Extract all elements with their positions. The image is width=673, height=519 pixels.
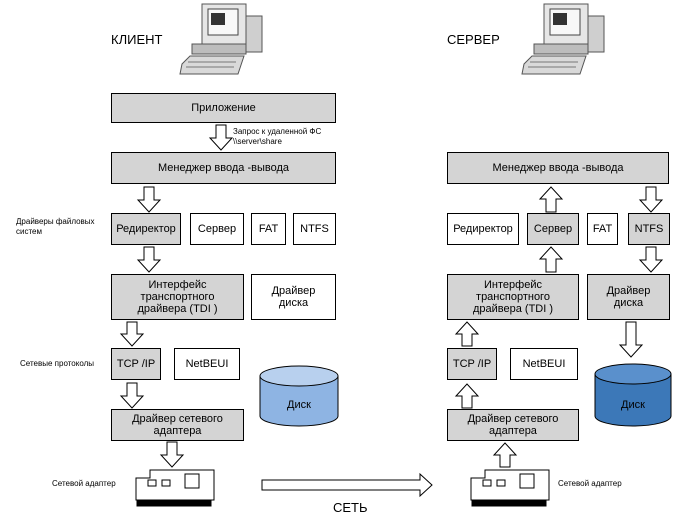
server-arrow-adapter-nic <box>492 442 518 468</box>
client-disk-driver-box: Драйвер диска <box>251 274 336 320</box>
server-network-adapter-card <box>470 469 550 507</box>
client-netbeui-label: NetBEUI <box>185 358 229 370</box>
server-ntfs-label: NTFS <box>634 223 664 235</box>
client-tdi-line3: драйвера (TDI ) <box>137 303 218 315</box>
server-tdi-box: Интерфейс транспортного драйвера (TDI ) <box>447 274 579 320</box>
client-io-manager-box: Менеджер ввода -вывода <box>111 152 336 184</box>
client-server-box: Сервер <box>190 213 244 245</box>
server-arrow-nic-tcp <box>454 383 480 409</box>
server-tdi-line1: Интерфейс <box>484 279 542 291</box>
client-network-adapter-card <box>135 469 215 507</box>
server-io-manager-label: Менеджер ввода -вывода <box>492 162 624 174</box>
client-arrow-nic-adapter <box>159 441 185 468</box>
client-computer-icon <box>179 3 263 75</box>
client-disk-driver-line2: диска <box>278 297 309 309</box>
client-disk-label: Диск <box>287 399 311 411</box>
server-nic-driver-line1: Драйвер сетевого <box>467 413 559 425</box>
server-title: СЕРВЕР <box>447 32 500 47</box>
client-nic-driver-box: Драйвер сетевого адаптера <box>111 409 244 441</box>
client-nic-driver-line2: адаптера <box>153 425 202 437</box>
server-arrow-tdi-server <box>538 246 564 273</box>
network-arrow <box>261 472 433 498</box>
client-arrow-tdi-tcp <box>119 321 145 347</box>
client-fat-label: FAT <box>258 223 279 235</box>
client-tcpip-label: TCP /IP <box>116 358 156 370</box>
client-arrow-tcp-nic <box>119 382 145 409</box>
server-disk-driver-box: Драйвер диска <box>587 274 670 320</box>
client-arrow-app-io <box>208 124 234 151</box>
server-tcpip-box: TCP /IP <box>447 348 497 380</box>
client-redirector-label: Редиректор <box>116 223 176 235</box>
client-ntfs-label: NTFS <box>300 223 329 235</box>
client-tdi-box: Интерфейс транспортного драйвера (TDI ) <box>111 274 244 320</box>
client-disk-cylinder <box>259 365 339 427</box>
server-arrow-ntfs-diskdriver <box>638 246 664 273</box>
server-server-box: Сервер <box>527 213 579 245</box>
client-redirector-box: Редиректор <box>111 213 181 245</box>
client-io-manager-label: Менеджер ввода -вывода <box>157 162 289 174</box>
client-application-label: Приложение <box>191 102 256 114</box>
fs-drivers-line2: систем <box>16 227 42 236</box>
server-netbeui-box: NetBEUI <box>510 348 578 380</box>
server-io-manager-box: Менеджер ввода -вывода <box>447 152 669 184</box>
server-arrow-server-io <box>538 186 564 213</box>
server-netbeui-label: NetBEUI <box>522 358 566 370</box>
client-application-box: Приложение <box>111 93 336 123</box>
fs-drivers-line1: Драйверы файловых <box>16 217 95 226</box>
client-server-label: Сервер <box>197 223 237 235</box>
remote-fs-request-label: Запрос к удаленной ФС \\server\share <box>233 127 321 147</box>
client-nic-driver-line1: Драйвер сетевого <box>132 413 223 425</box>
client-title: КЛИЕНТ <box>111 32 163 47</box>
server-computer-icon <box>521 3 605 75</box>
server-tdi-line2: транспортного <box>476 291 550 303</box>
client-arrow-io-redirector <box>136 186 162 213</box>
server-disk-driver-line1: Драйвер <box>606 285 651 297</box>
server-arrow-io-ntfs <box>638 186 664 213</box>
server-tcpip-label: TCP /IP <box>452 358 492 370</box>
server-arrow-diskdriver-disk <box>618 321 644 358</box>
server-nic-driver-box: Драйвер сетевого адаптера <box>447 409 579 441</box>
client-tdi-line2: транспортного <box>140 291 215 303</box>
client-netbeui-box: NetBEUI <box>174 348 240 380</box>
server-ntfs-box: NTFS <box>628 213 670 245</box>
server-fat-label: FAT <box>592 223 613 235</box>
fs-drivers-label: Драйверы файловых систем <box>16 217 95 237</box>
net-adapter-right-label: Сетевой адаптер <box>558 479 622 488</box>
client-tdi-line1: Интерфейс <box>148 279 207 291</box>
client-tcpip-box: TCP /IP <box>111 348 161 380</box>
server-server-label: Сервер <box>533 223 573 235</box>
server-redirector-label: Редиректор <box>453 223 513 235</box>
client-ntfs-box: NTFS <box>293 213 336 245</box>
server-nic-driver-line2: адаптера <box>489 425 537 437</box>
network-label: СЕТЬ <box>333 500 368 515</box>
net-adapter-left-label: Сетевой адаптер <box>52 479 116 488</box>
client-disk-driver-line1: Драйвер <box>271 285 316 297</box>
server-disk-label: Диск <box>621 399 645 411</box>
client-fat-box: FAT <box>251 213 286 245</box>
server-arrow-tcp-tdi <box>454 321 480 347</box>
server-tdi-line3: драйвера (TDI ) <box>472 303 554 315</box>
server-fat-box: FAT <box>587 213 618 245</box>
net-protocols-label: Сетевые протоколы <box>20 359 95 368</box>
client-arrow-redirector-tdi <box>136 246 162 273</box>
server-disk-cylinder <box>594 363 672 427</box>
remote-fs-request-line1: Запрос к удаленной ФС <box>233 127 322 136</box>
server-disk-driver-line2: диска <box>613 297 644 309</box>
remote-fs-request-line2: \\server\share <box>233 137 282 146</box>
server-redirector-box: Редиректор <box>447 213 519 245</box>
